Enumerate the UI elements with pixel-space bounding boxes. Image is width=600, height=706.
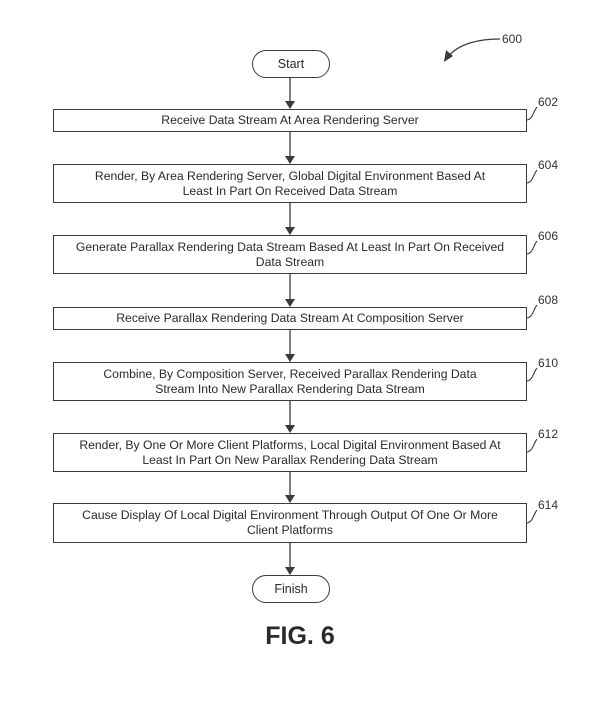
figure-reference-arrowhead xyxy=(444,50,453,62)
figure-reference-label: 600 xyxy=(502,32,523,46)
step-ref-610: 610 xyxy=(538,356,559,370)
step-box-608: Receive Parallax Rendering Data Stream A… xyxy=(53,307,527,330)
step-box-604: Render, By Area Rendering Server, Global… xyxy=(53,164,527,203)
finish-label: Finish xyxy=(274,582,308,596)
step-ref-606: 606 xyxy=(538,229,559,243)
step-ref-604: 604 xyxy=(538,158,559,172)
leader-604 xyxy=(526,169,538,184)
step-text: Combine, By Composition Server, Received… xyxy=(103,366,477,396)
start-label: Start xyxy=(277,57,305,71)
step-box-606: Generate Parallax Rendering Data Stream … xyxy=(53,235,527,274)
step-ref-612: 612 xyxy=(538,427,559,441)
step-ref-608: 608 xyxy=(538,293,559,307)
leader-612 xyxy=(526,438,538,453)
step-box-614: Cause Display Of Local Digital Environme… xyxy=(53,503,527,543)
step-box-602: Receive Data Stream At Area Rendering Se… xyxy=(53,109,527,132)
figure-caption: FIG. 6 xyxy=(265,622,335,650)
leader-606 xyxy=(526,240,538,255)
step-ref-614: 614 xyxy=(538,498,559,512)
step-text: Cause Display Of Local Digital Environme… xyxy=(82,508,498,537)
step-box-610: Combine, By Composition Server, Received… xyxy=(53,362,527,401)
step-text: Render, By One Or More Client Platforms,… xyxy=(79,437,501,467)
start-terminal: Start xyxy=(252,50,330,78)
leader-602 xyxy=(526,106,538,121)
step-ref-602: 602 xyxy=(538,95,559,109)
leader-614 xyxy=(526,509,538,524)
step-text: Receive Parallax Rendering Data Stream A… xyxy=(116,311,464,325)
step-text: Receive Data Stream At Area Rendering Se… xyxy=(161,113,419,127)
figure-reference-arrow xyxy=(447,38,501,58)
step-text: Generate Parallax Rendering Data Stream … xyxy=(75,239,505,269)
leader-610 xyxy=(526,367,538,382)
finish-terminal: Finish xyxy=(252,575,330,603)
step-box-612: Render, By One Or More Client Platforms,… xyxy=(53,433,527,472)
leader-608 xyxy=(526,304,538,319)
step-text: Render, By Area Rendering Server, Global… xyxy=(94,168,486,198)
